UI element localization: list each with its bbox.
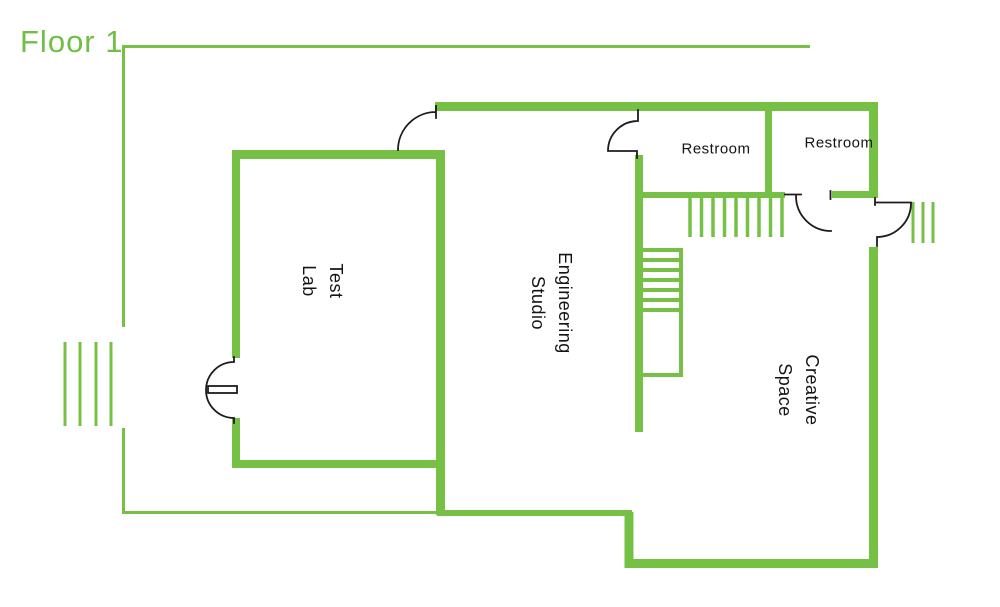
stairs-vertical-run bbox=[641, 248, 683, 377]
floor-title: Floor 1 bbox=[20, 24, 124, 59]
interior-walls bbox=[635, 102, 878, 432]
creative-space-label-line1: Creative bbox=[802, 354, 822, 426]
door-test-lab-arc bbox=[205, 356, 235, 424]
engineering-studio-label-line2: Studio bbox=[528, 275, 548, 331]
left-entrance-hatch bbox=[63, 342, 113, 426]
walls-group bbox=[63, 45, 935, 568]
test-lab-label-line2: Lab bbox=[299, 265, 319, 297]
test-lab-walls bbox=[232, 150, 445, 515]
door-top-left bbox=[397, 105, 437, 151]
property-outline bbox=[122, 45, 810, 514]
exterior-walls bbox=[435, 102, 878, 568]
test-lab-label: Test Lab bbox=[295, 263, 349, 298]
door-corridor bbox=[607, 109, 639, 159]
creative-space-label-line2: Space bbox=[775, 363, 795, 417]
door-restroom-right bbox=[784, 190, 832, 232]
creative-space-label: Creative Space bbox=[771, 354, 825, 425]
restroom-right-label: Restroom bbox=[804, 134, 874, 152]
door-test-lab-leaf bbox=[207, 385, 238, 394]
restroom-left-label: Restroom bbox=[681, 140, 751, 158]
right-entrance-hatch bbox=[911, 202, 935, 243]
engineering-studio-label-line1: Engineering bbox=[555, 252, 575, 354]
stairs-upper-run bbox=[688, 197, 784, 237]
door-entrance-right bbox=[874, 197, 912, 247]
engineering-studio-label: Engineering Studio bbox=[524, 252, 578, 354]
doors-group bbox=[205, 105, 912, 424]
test-lab-label-line1: Test bbox=[326, 263, 346, 299]
